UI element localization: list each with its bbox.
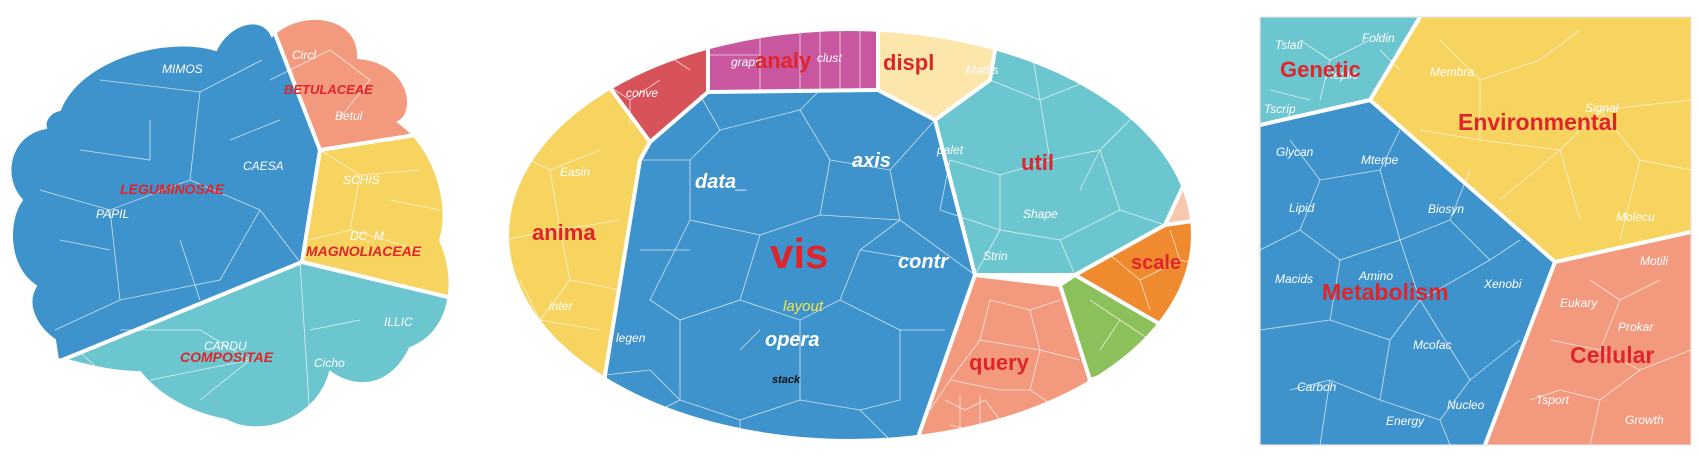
nucleo-label: Nucleo — [1447, 398, 1485, 412]
betul-label: Betul — [335, 109, 363, 123]
caesa-label: CAESA — [243, 159, 284, 173]
leguminosae-label: LEGUMINOSAE — [120, 181, 225, 197]
tsport-label: Tsport — [1536, 393, 1570, 407]
lipid-label: Lipid — [1289, 201, 1315, 215]
gene-sub-cells — [1260, 29, 1691, 445]
easin-label: Easin — [560, 165, 590, 179]
graph-label: graph — [731, 55, 762, 69]
illic-label: ILLIC — [384, 315, 413, 329]
cardu-label: CARDU — [204, 339, 247, 353]
replic-label: Replic — [1325, 68, 1358, 82]
schis-label: SCHIS — [343, 173, 380, 187]
macids-label: Macids — [1275, 272, 1313, 286]
papil-label: PAPIL — [96, 207, 129, 221]
gene-functions-voronoi: Tslati Foldin Replic Tscrip Genetic Memb… — [1259, 16, 1692, 446]
molecu-label: Molecu — [1616, 210, 1655, 224]
displ-label: displ — [883, 50, 934, 75]
stack-label: stack — [772, 374, 801, 386]
signal-label: Signal — [1585, 101, 1619, 115]
clust-label: clust — [817, 51, 842, 65]
membra-label: Membra — [1430, 65, 1474, 79]
anima-label: anima — [532, 220, 596, 245]
tslati-label: Tslati — [1275, 38, 1303, 52]
shape-label: Shape — [1023, 207, 1058, 221]
software-packages-voronoi: vis data_ axis contr legen layout opera … — [507, 29, 1193, 441]
gene-outline — [1259, 16, 1692, 446]
data-label: data_ — [695, 171, 747, 193]
maths-label: Maths — [966, 63, 999, 77]
mcofac-label: Mcofac — [1413, 338, 1452, 352]
eukary-label: Eukary — [1560, 296, 1598, 310]
strin-label: Strin — [983, 249, 1008, 263]
carboh-label: Carboh — [1297, 380, 1337, 394]
prokar-label: Prokar — [1618, 320, 1654, 334]
opera-label: opera — [765, 329, 819, 351]
plant-outline — [9, 17, 451, 429]
growth-label: Growth — [1625, 413, 1664, 427]
compositae-label: COMPOSITAE — [180, 349, 274, 365]
foldin-label: Foldin — [1362, 31, 1395, 45]
inter-label: inter — [549, 299, 573, 313]
metabolism-label: Metabolism — [1322, 279, 1449, 305]
vis-label: vis — [770, 230, 828, 277]
cicho-label: Cicho — [314, 356, 345, 370]
circl-label: Circl — [292, 48, 316, 62]
query-label: query — [969, 350, 1030, 375]
glycan-label: Glycan — [1276, 145, 1314, 159]
util-label: util — [1021, 150, 1054, 175]
contr-label: contr — [898, 251, 949, 273]
layout-label: layout — [783, 298, 824, 315]
plant-sub-cells — [39, 49, 441, 421]
software-outline — [507, 29, 1193, 441]
betulaceae-label: BETULACEAE — [284, 82, 373, 97]
dcm-label: DC_M — [350, 229, 384, 243]
motili-label: Motili — [1640, 254, 1668, 268]
scale-label: scale — [1131, 252, 1181, 274]
axis-label: axis — [852, 150, 891, 172]
mimos-label: MIMOS — [162, 62, 203, 76]
biosyn-label: Biosyn — [1428, 202, 1464, 216]
xenobi-label: Xenobi — [1483, 277, 1522, 291]
environmental-label: Environmental — [1458, 109, 1618, 135]
legen-label: legen — [616, 331, 646, 345]
plant-families-voronoi: MIMOS CAESA PAPIL LEGUMINOSAE Circl Betu… — [9, 17, 451, 429]
palet-label: palet — [936, 143, 964, 157]
amino-label: Amino — [1358, 269, 1393, 283]
mterpe-label: Mterpe — [1361, 153, 1399, 167]
cellular-label: Cellular — [1570, 342, 1654, 368]
energy-label: Energy — [1386, 414, 1425, 428]
magnoliaceae-label: MAGNOLIACEAE — [306, 243, 422, 259]
conve-label: conve — [626, 86, 658, 100]
genetic-label: Genetic — [1280, 57, 1361, 82]
tscrip-label: Tscrip — [1264, 102, 1296, 116]
analy-label: analy — [755, 48, 812, 73]
